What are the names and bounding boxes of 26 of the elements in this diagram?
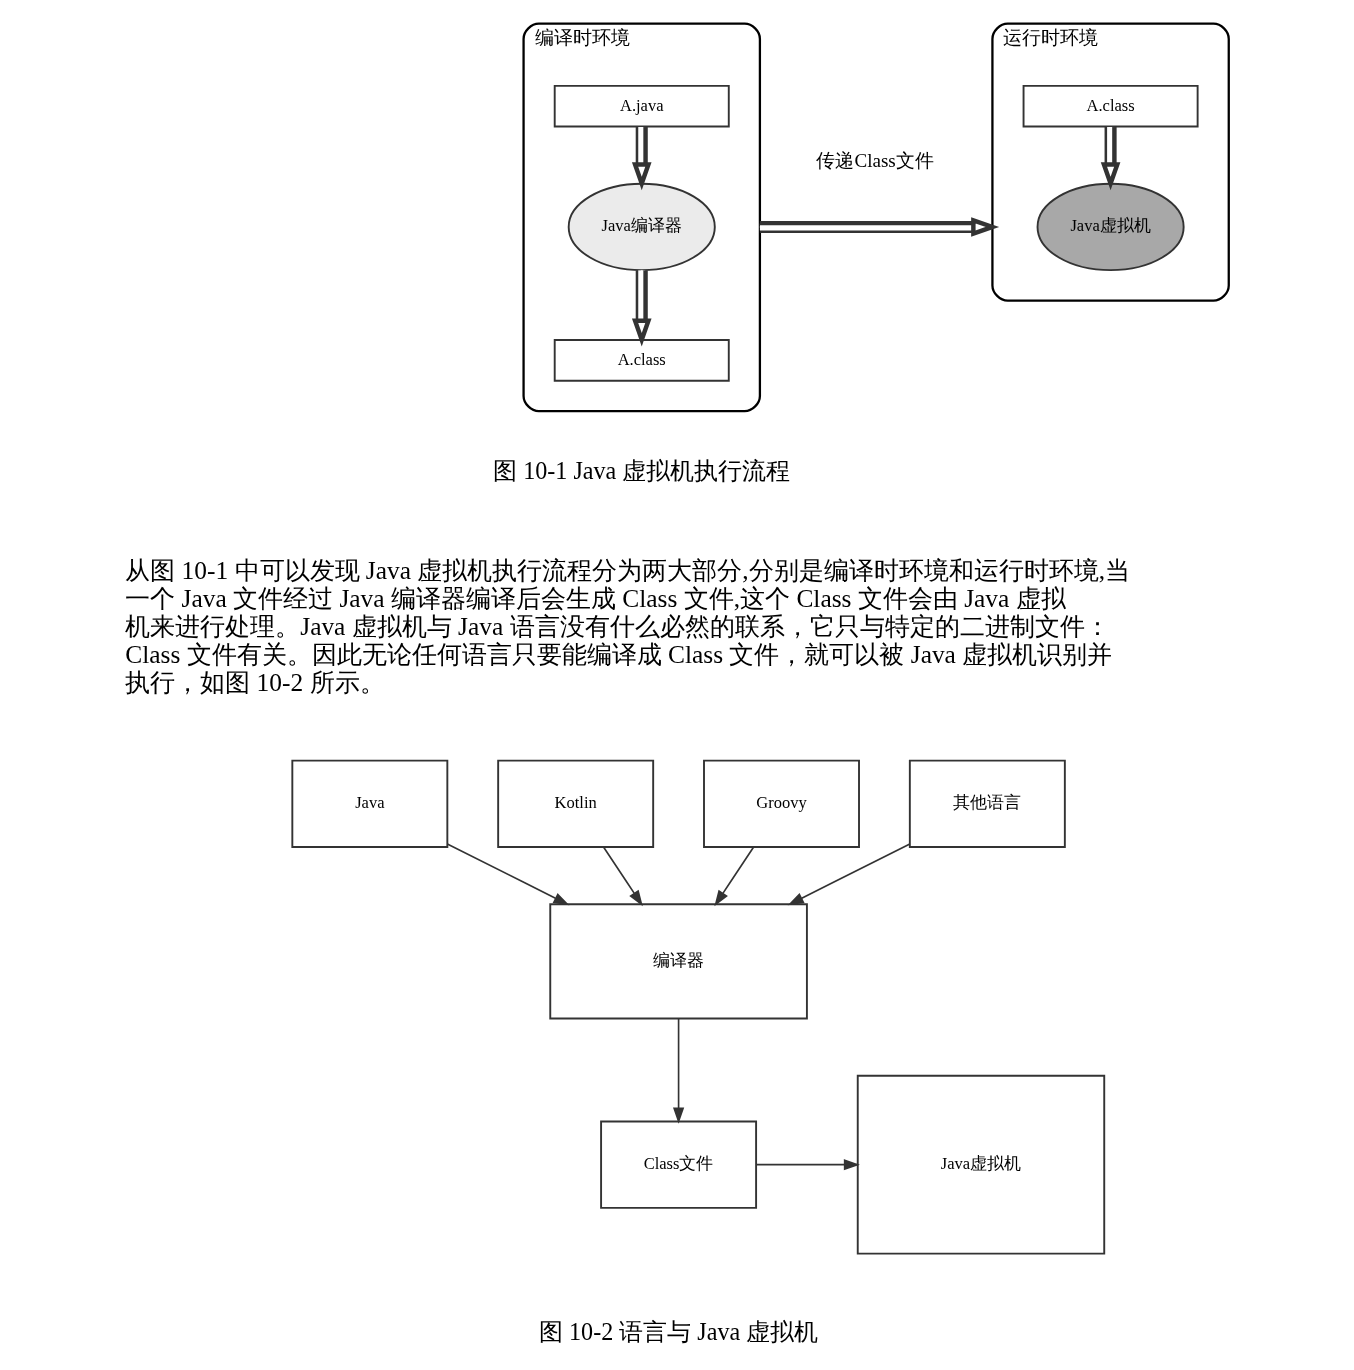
arrow: [446, 843, 570, 906]
node-box: A.class: [553, 339, 730, 382]
edge-label: 传递Class文件: [816, 149, 934, 171]
node-box: A.class: [1022, 84, 1199, 128]
node-ellipse: Java虚拟机: [1036, 182, 1185, 272]
arrow: [787, 843, 911, 906]
label: 图 10-2 语言与 Java 虚拟机: [538, 1317, 819, 1345]
node-box: Kotlin: [497, 759, 655, 848]
arrow: [759, 217, 1000, 237]
node-box: Java: [291, 759, 449, 848]
label: 图 10-1 Java 虚拟机执行流程: [493, 457, 791, 485]
arrow: [714, 846, 755, 907]
arrow: [1100, 127, 1121, 191]
node-box: 其他语言: [908, 759, 1066, 848]
arrow: [672, 1017, 685, 1124]
label: 从图 10-1 中可以发现 Java 虚拟机执行流程分为两大部分,分别是编译时环境和运行时环境,当一个 Java 文件经过 Java 编译器编译后会生成 Class 文件,这个 Class 文件会由 Java 虚拟机来进行处理。Java 虚拟机与 Java 语言没有什么必然的联系，它只与特定的二进制文件：Class 文件有关。因此无论任何语言只要能编译成 Class 文件，就可以被 Java 虚拟机识别并执行，如图 10-2 所示。: [125, 555, 1131, 696]
node-box: 编译器: [549, 903, 808, 1020]
node-box: A.java: [553, 84, 730, 128]
arrow: [631, 127, 652, 191]
arrow: [602, 846, 643, 907]
node-box: Groovy: [703, 759, 860, 848]
arrow: [755, 1159, 860, 1171]
arrow: [631, 270, 652, 347]
node-box: Java虚拟机: [856, 1074, 1106, 1255]
node-ellipse: Java编译器: [567, 182, 716, 272]
node-box: Class文件: [600, 1120, 758, 1209]
